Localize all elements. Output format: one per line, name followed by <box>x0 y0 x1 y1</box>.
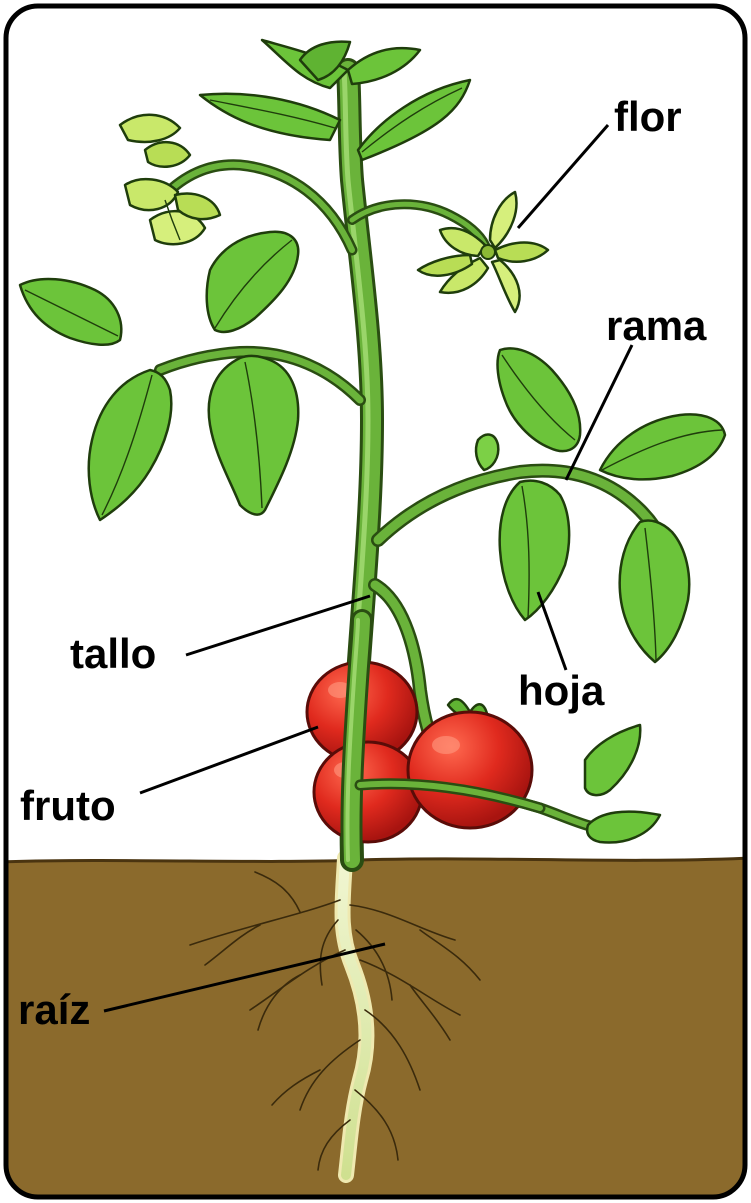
label-flor: flor <box>614 93 682 140</box>
label-fruto: fruto <box>20 782 116 829</box>
tomato-fruit <box>408 712 532 828</box>
label-tallo: tallo <box>70 630 156 677</box>
label-rama: rama <box>606 302 707 349</box>
label-hoja: hoja <box>518 667 605 714</box>
tomato-fruit <box>314 742 422 842</box>
label-raiz: raíz <box>18 986 90 1033</box>
